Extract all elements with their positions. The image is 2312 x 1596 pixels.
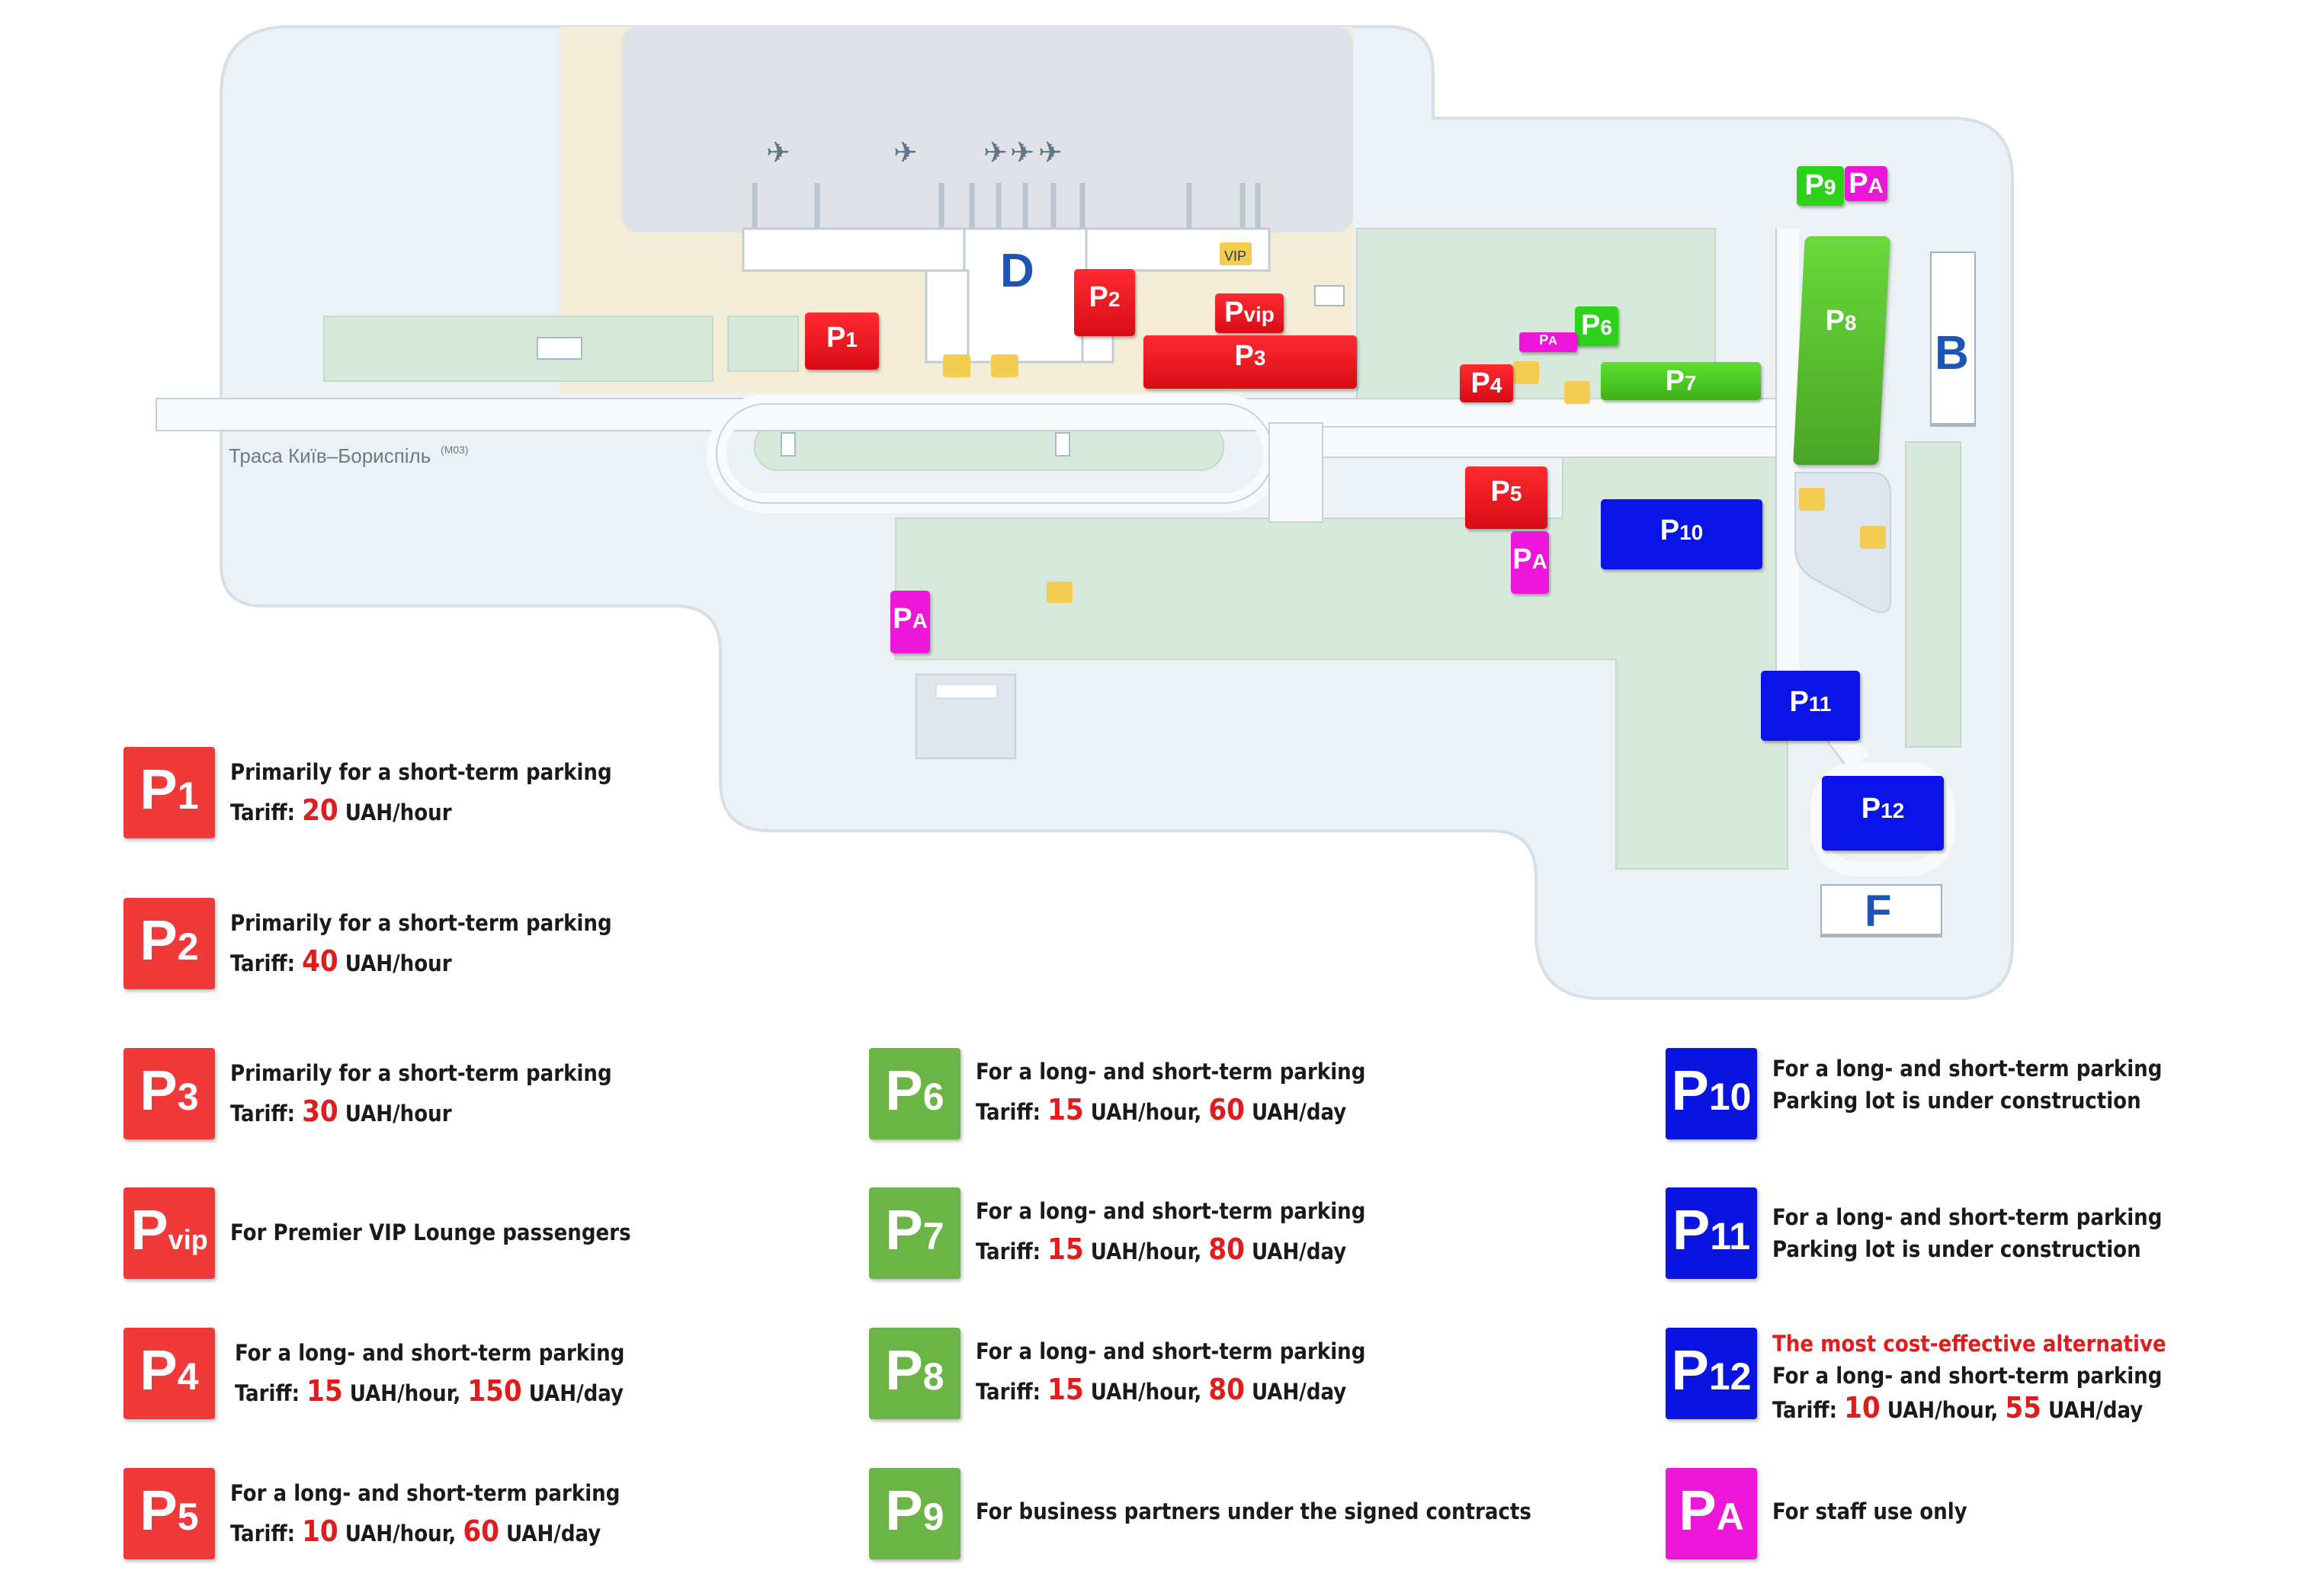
legend-p8-text: For a long- and short-term parking Tarif…	[976, 1338, 1366, 1406]
legend-p11-text: For a long- and short-term parking Parki…	[1772, 1204, 2163, 1262]
vip-sign	[1220, 242, 1252, 265]
terminal-d-wing	[925, 269, 970, 364]
legend-p7-text: For a long- and short-term parking Tarif…	[976, 1198, 1366, 1266]
legend-p12-text: The most cost-effective alternative For …	[1772, 1331, 2166, 1425]
lot-bottom-left-sign	[935, 684, 998, 699]
airplane-icon: ✈	[766, 137, 790, 169]
small-building	[781, 432, 796, 457]
green-area	[1905, 441, 1961, 748]
legend-p5-text: For a long- and short-term parking Tarif…	[230, 1480, 620, 1548]
terminal-f-sign	[1820, 884, 1942, 937]
terminal-b-sign	[1930, 252, 1976, 427]
road	[1268, 422, 1323, 523]
jet-bridges	[752, 183, 1261, 232]
taxi-icon	[943, 354, 970, 377]
legend-pa-text: For staff use only	[1772, 1498, 1967, 1524]
legend-p3-text: Primarily for a short-term parking Tarif…	[230, 1060, 612, 1128]
legend-p6-text: For a long- and short-term parking Tarif…	[976, 1059, 1366, 1126]
legend-p10-text: For a long- and short-term parking Parki…	[1772, 1056, 2163, 1114]
parking-service-icon	[1860, 526, 1886, 549]
small-building	[1055, 432, 1070, 457]
service-icons	[943, 242, 1886, 603]
legend-pvip-text: For Premier VIP Lounge passengers	[230, 1219, 631, 1245]
parking-service-icon	[1564, 381, 1590, 404]
legend-p2-text: Primarily for a short-term parking Tarif…	[230, 910, 612, 978]
road-code-label: (M03)	[441, 444, 469, 456]
terminal-f-label: F	[1865, 886, 1892, 936]
legend-p9-text: For business partners under the signed c…	[976, 1498, 1531, 1524]
legend-p4-text: For a long- and short-term parking Tarif…	[235, 1340, 625, 1408]
road-f-loop	[1810, 762, 1955, 877]
parking-service-icon	[991, 354, 1018, 377]
small-building	[1314, 285, 1345, 306]
small-building	[537, 337, 582, 360]
airplane-icons: ✈ ✈ ✈ ✈ ✈	[766, 137, 1063, 169]
airplane-icon: ✈	[1038, 137, 1063, 169]
airplane-icon: ✈	[1010, 137, 1034, 169]
terminal-b-label: B	[1935, 327, 1969, 380]
green-area	[323, 316, 713, 382]
airplane-icon: ✈	[893, 137, 918, 169]
apron-concrete	[621, 27, 1353, 232]
car-service-icon	[1047, 582, 1073, 603]
green-area	[727, 316, 799, 372]
hotel-icon	[1513, 361, 1539, 384]
airplane-icon: ✈	[983, 137, 1008, 169]
road-label: Траса Київ–Бориспіль	[229, 444, 431, 467]
p8-lot	[1793, 236, 1890, 465]
green-area	[895, 441, 1788, 870]
vip-sign-label: VIP	[1224, 248, 1246, 264]
bus-icon	[1799, 488, 1825, 511]
terminal-d-label: D	[1000, 245, 1034, 297]
road	[1322, 426, 1811, 458]
legend-p1-text: Primarily for a short-term parking Tarif…	[230, 759, 612, 827]
